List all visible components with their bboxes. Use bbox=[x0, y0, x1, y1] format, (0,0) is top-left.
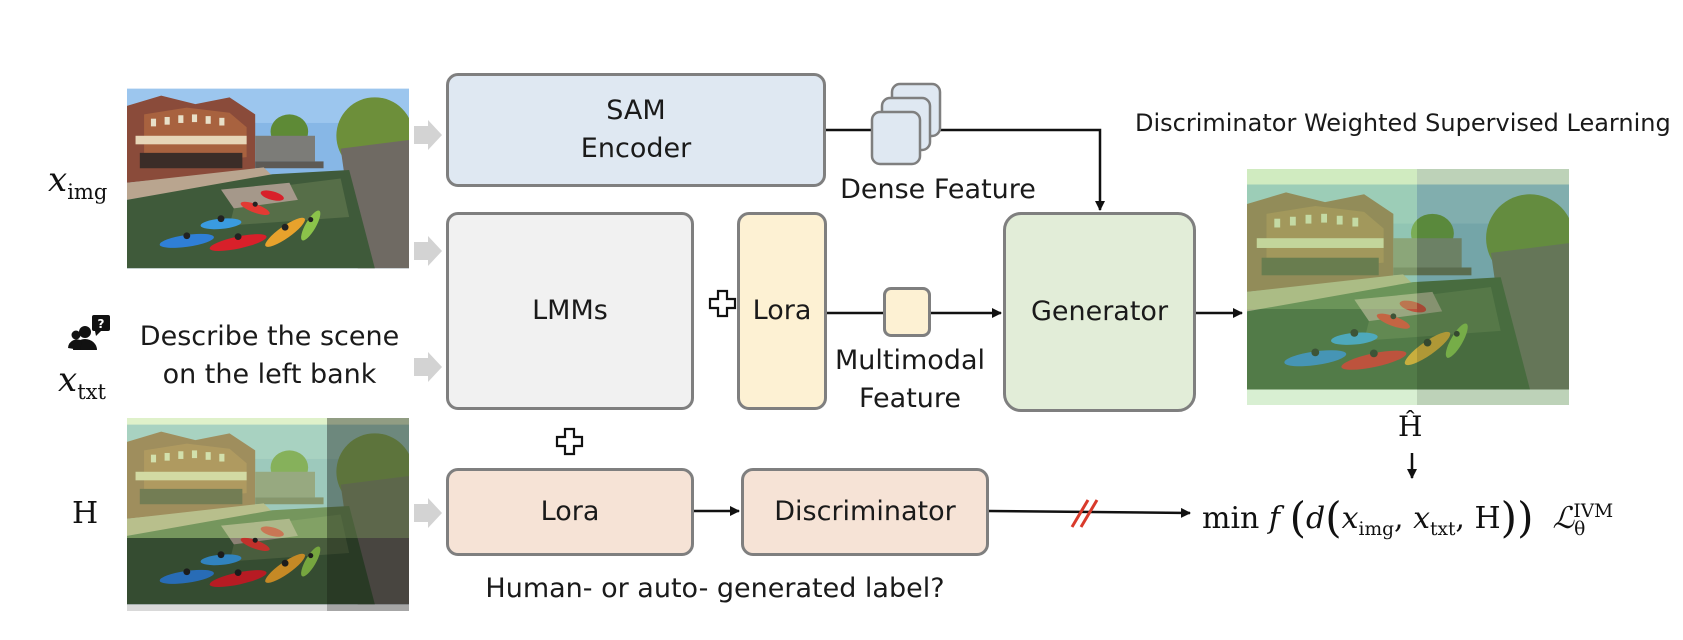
dwsl-title: Discriminator Weighted Supervised Learni… bbox=[1135, 109, 1671, 137]
h-symbol: H bbox=[72, 496, 99, 531]
dense-feature-stack bbox=[870, 82, 942, 166]
lora-top-box: Lora bbox=[737, 212, 827, 410]
dense-feature-to-generator-arrow bbox=[940, 128, 1105, 211]
multimodal-feature-box bbox=[883, 287, 931, 337]
x-img-symbol: ximg bbox=[48, 160, 108, 204]
lmms-box: LMMs bbox=[446, 212, 694, 410]
plus-icon bbox=[555, 427, 584, 456]
h-hat-symbol: Ĥ bbox=[1398, 410, 1423, 443]
input-arrows bbox=[414, 120, 442, 528]
human-or-auto-label: Human- or auto- generated label? bbox=[485, 573, 945, 604]
x-txt-symbol: xtxt bbox=[58, 360, 107, 404]
dense-feature-label: Dense Feature bbox=[840, 174, 1036, 205]
user-question-icon bbox=[68, 315, 110, 350]
objective-formula: min f (d(ximg, xtxt, H)) ℒθIVM bbox=[1202, 493, 1614, 542]
label-mask-image bbox=[127, 418, 409, 611]
plus-icon bbox=[708, 289, 737, 318]
multimodal-feature-label: Multimodal Feature bbox=[834, 345, 985, 414]
stop-gradient-mark bbox=[1070, 499, 1099, 528]
lora-bottom-box: Lora bbox=[446, 468, 694, 556]
svg-text:?: ? bbox=[98, 317, 105, 331]
output-mask-image bbox=[1247, 169, 1569, 405]
prompt-text: Describe the scene on the left bank bbox=[139, 321, 400, 390]
discriminator-box: Discriminator bbox=[741, 468, 989, 556]
generator-box: Generator bbox=[1003, 212, 1196, 412]
input-image bbox=[127, 74, 409, 283]
